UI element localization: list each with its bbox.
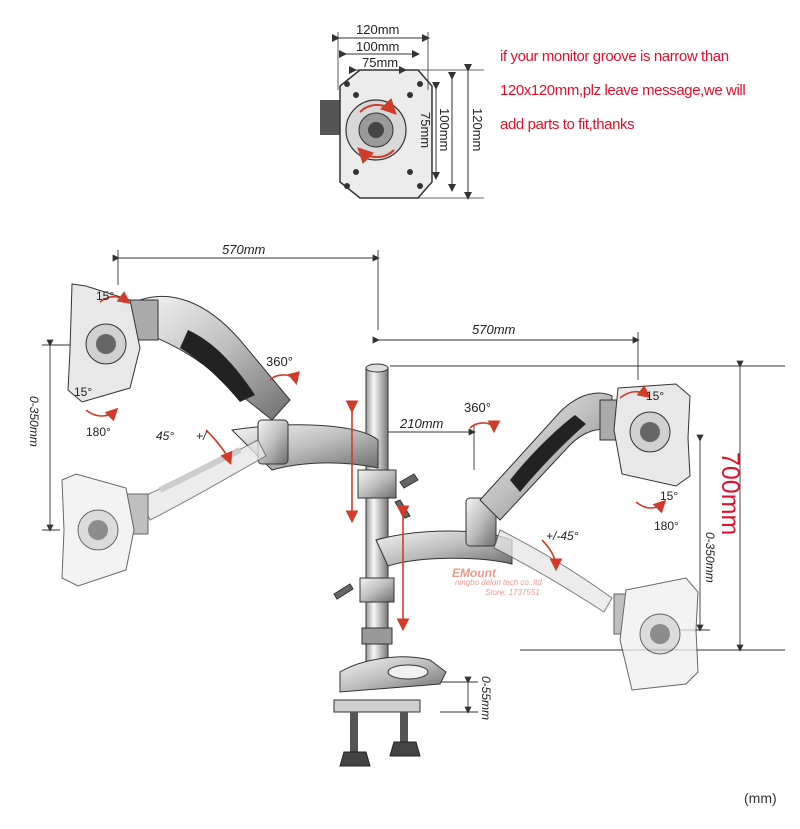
angle-labels: 15° 15° 180° 45° +/ 360° 360° 15° 15° 18…	[74, 289, 679, 543]
vesa-top-120: 120mm	[356, 22, 399, 37]
height-adj-left-label: 0-350mm	[27, 396, 41, 447]
vesa-side-75: 75mm	[418, 112, 433, 148]
swivel-right-label: +/-45°	[546, 529, 579, 543]
reach-right-label: 570mm	[472, 322, 516, 337]
right-arm-upper	[375, 383, 691, 567]
right-arm-lower	[493, 529, 699, 691]
vesa-top-75: 75mm	[362, 55, 398, 70]
rotate-left-label: 180°	[86, 425, 111, 439]
tilt-right-mid-label: 15°	[660, 489, 678, 503]
rotate-right-label: 180°	[654, 519, 679, 533]
dimension-labels: 570mm 570mm 210mm 0-350mm 0-350mm 0-55mm	[27, 242, 717, 720]
rot-right-label: 360°	[464, 400, 491, 415]
left-arm-upper	[67, 283, 379, 471]
height-adj-right-label: 0-350mm	[703, 532, 717, 583]
tilt-left-top-label: 15°	[96, 289, 114, 303]
vesa-side-120: 120mm	[470, 108, 485, 151]
vesa-side-100: 100mm	[437, 108, 452, 151]
watermark-company: ningbo delon tech co.,ltd	[455, 578, 542, 587]
note-line-2: 120x120mm,plz leave message,we will	[500, 82, 746, 99]
tilt-left-mid-label: 15°	[74, 385, 92, 399]
reach-left-label: 570mm	[222, 242, 266, 257]
vesa-top-100: 100mm	[356, 39, 399, 54]
clamp-label: 0-55mm	[479, 676, 493, 720]
swivel-left-symbol: +/	[196, 429, 208, 443]
rot-left-label: 360°	[266, 354, 293, 369]
rotation-arrows	[85, 291, 667, 632]
left-arm-lower	[61, 439, 267, 587]
note-line-3: add parts to fit,thanks	[500, 116, 635, 133]
vesa-detail: 120mm 100mm 75mm 75mm 100mm 120mm	[320, 22, 485, 200]
unit-label: (mm)	[744, 790, 777, 806]
watermark-brand: EMount	[452, 566, 496, 580]
tilt-right-top-label: 15°	[646, 389, 664, 403]
swivel-left-label: 45°	[156, 429, 174, 443]
offset-label: 210mm	[399, 416, 444, 431]
height-total-label: 700mm	[716, 452, 744, 536]
note-line-1: if your monitor groove is narrow than	[500, 48, 729, 65]
watermark-store: Store: 1737551	[485, 588, 540, 597]
